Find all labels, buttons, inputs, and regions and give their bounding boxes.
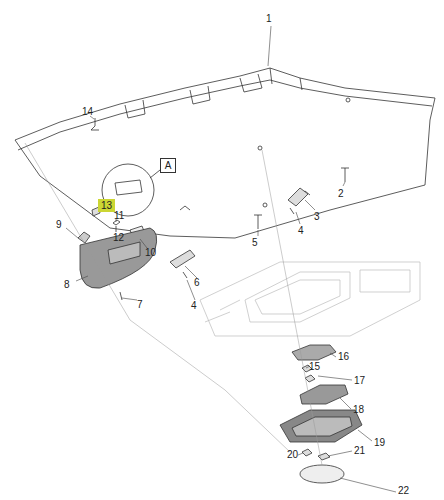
callout-number: 3 — [314, 212, 320, 222]
leader-lines — [25, 26, 396, 492]
retainer — [91, 118, 99, 130]
callout-number: 4 — [191, 301, 197, 311]
callout-number: 12 — [113, 233, 124, 243]
callout-number: 18 — [353, 405, 364, 415]
callout-number: 16 — [338, 352, 349, 362]
callout-number: 17 — [354, 376, 365, 386]
screw — [113, 220, 120, 232]
sun-visor — [78, 228, 157, 300]
screw — [254, 215, 262, 229]
callout-number: 21 — [354, 446, 365, 456]
overhead-console — [280, 345, 362, 483]
callout-number: 14 — [82, 107, 93, 117]
callout-number: 4 — [298, 226, 304, 236]
callout-number: 2 — [338, 189, 344, 199]
callout-number: 1 — [266, 14, 272, 24]
callout-number: 11 — [114, 211, 124, 221]
headliner — [15, 68, 435, 238]
callout-number: 6 — [194, 278, 200, 288]
roof-frame — [200, 262, 420, 336]
callout-number: 9 — [56, 220, 62, 230]
callout-number: 8 — [64, 280, 70, 290]
callout-number-highlight: 13 — [98, 199, 115, 212]
callout-number: 10 — [145, 248, 156, 258]
callout-number: 5 — [252, 238, 258, 248]
detail-letter: A — [165, 161, 172, 171]
callout-number: 20 — [287, 450, 298, 460]
grab-handle — [170, 188, 308, 278]
callout-number: 19 — [374, 438, 385, 448]
detail-flag: A — [160, 158, 176, 173]
callout-number: 22 — [398, 486, 409, 496]
screw — [341, 168, 349, 182]
callout-number: 13 — [101, 201, 112, 211]
callout-number: 7 — [137, 300, 143, 310]
callout-number: 15 — [309, 362, 320, 372]
